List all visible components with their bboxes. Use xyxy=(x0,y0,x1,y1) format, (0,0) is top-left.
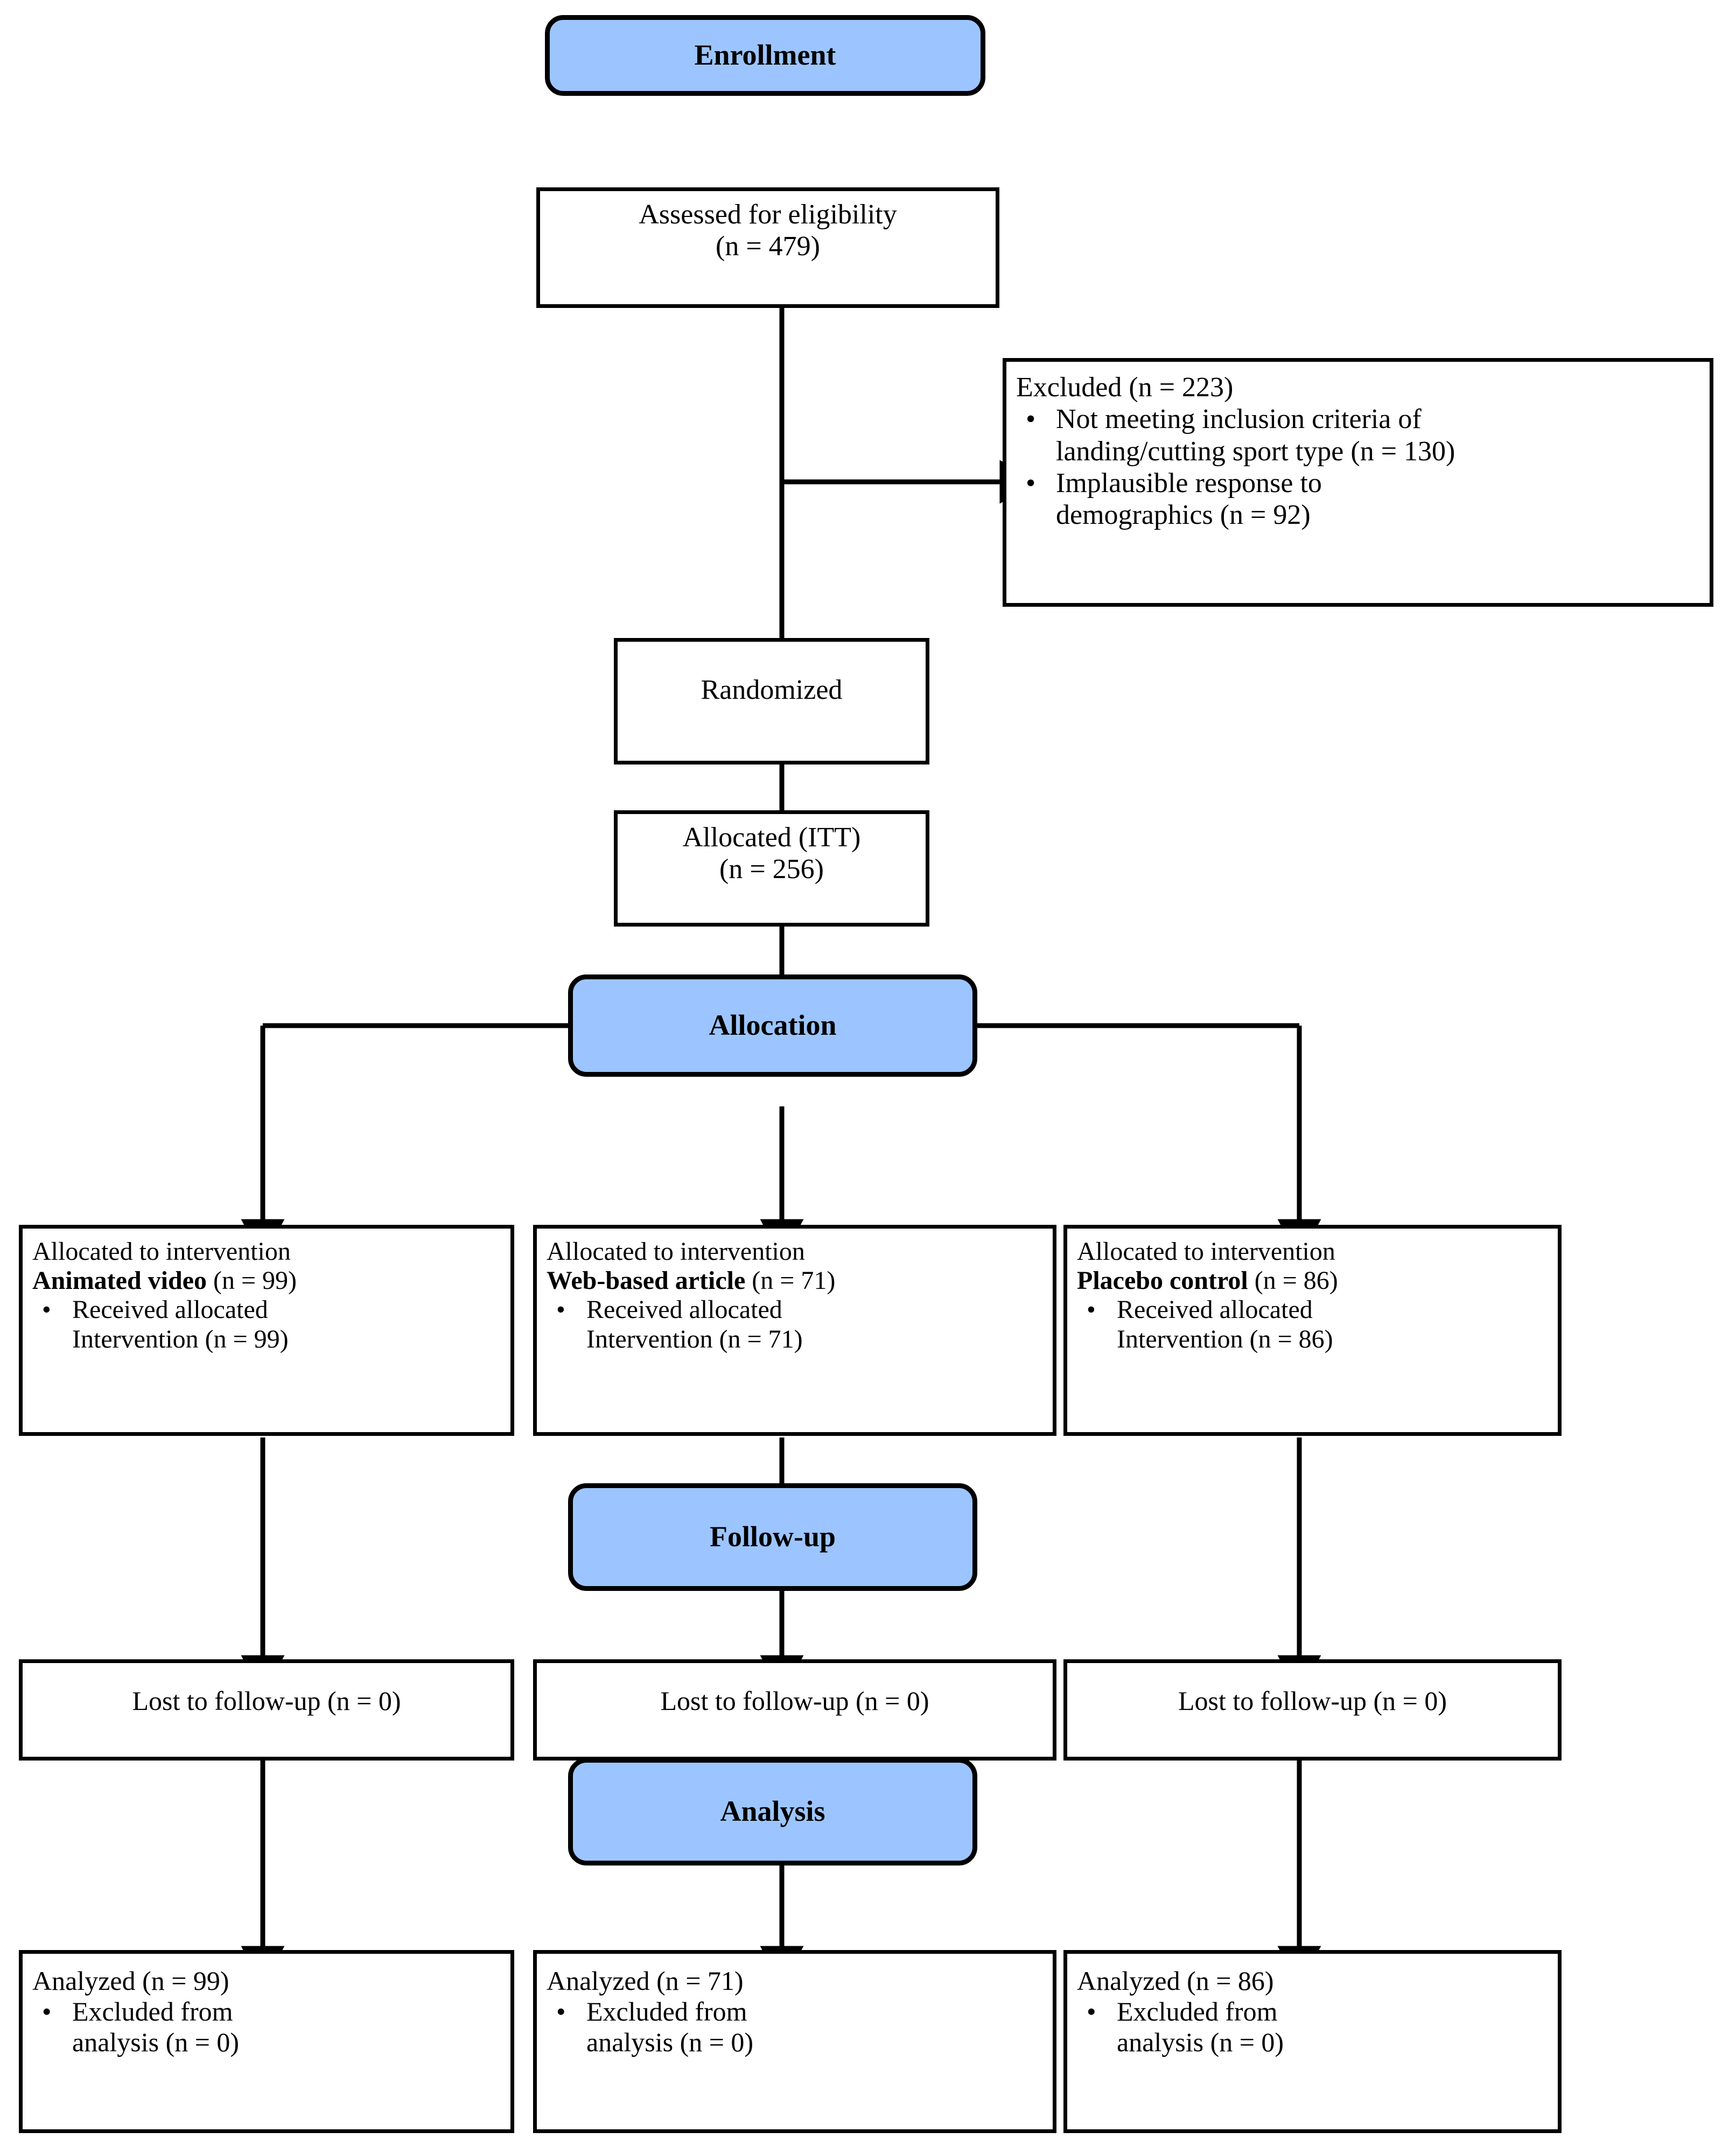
excluded-bullet-2-line-2: demographics (n = 92) xyxy=(1056,500,1311,531)
excluded-bullet-1-line-2: landing/cutting sport type (n = 130) xyxy=(1056,436,1455,467)
bullet-glyph-icon: • xyxy=(556,1996,566,2026)
arm3-alloc-bullet: • Received allocated Intervention (n = 8… xyxy=(1077,1295,1548,1353)
node-lost-to-followup-animated-video: Lost to follow-up (n = 0) xyxy=(19,1659,514,1761)
arm3-analyzed-heading: Analyzed (n = 86) xyxy=(1077,1966,1274,1996)
arm1-name: Animated video xyxy=(32,1266,207,1295)
arm1-analysis-bullet-line-2: analysis (n = 0) xyxy=(72,2027,240,2057)
bullet-glyph-icon: • xyxy=(42,1295,51,1324)
node-analyzed-placebo-control: Analyzed (n = 86) • Excluded from analys… xyxy=(1063,1950,1562,2133)
band-enrollment-label: Enrollment xyxy=(694,39,836,72)
bullet-glyph-icon: • xyxy=(1026,467,1036,499)
node-assessed-for-eligibility: Assessed for eligibility (n = 479) xyxy=(536,187,999,308)
excluded-bullet-1-line-1: Not meeting inclusion criteria of xyxy=(1056,404,1422,435)
bullet-glyph-icon: • xyxy=(1026,404,1036,435)
arm2-alloc-bullet-line-1: Received allocated xyxy=(586,1295,782,1324)
arm3-alloc-bullet-line-2: Intervention (n = 86) xyxy=(1117,1324,1333,1353)
arm3-analysis-bullet-line-1: Excluded from xyxy=(1117,1996,1278,2026)
arm2-alloc-bullet: • Received allocated Intervention (n = 7… xyxy=(547,1295,1043,1353)
arm1-alloc-line-1: Allocated to intervention xyxy=(32,1237,291,1266)
arm2-alloc-bullet-line-2: Intervention (n = 71) xyxy=(586,1324,803,1353)
arm2-analysis-bullet-line-2: analysis (n = 0) xyxy=(586,2027,754,2057)
arm2-name: Web-based article xyxy=(547,1266,746,1295)
arm3-analysis-bullet: • Excluded from analysis (n = 0) xyxy=(1077,1996,1548,2058)
band-analysis: Analysis xyxy=(568,1758,977,1866)
band-followup: Follow-up xyxy=(568,1483,977,1591)
arm2-count: (n = 71) xyxy=(745,1266,836,1295)
arm3-lost-label: Lost to follow-up (n = 0) xyxy=(1178,1686,1447,1716)
node-arm-allocation-animated-video: Allocated to intervention Animated video… xyxy=(19,1225,514,1436)
bullet-glyph-icon: • xyxy=(42,1996,52,2026)
arm2-analysis-bullet-line-1: Excluded from xyxy=(586,1996,747,2026)
arm2-analysis-bullet: • Excluded from analysis (n = 0) xyxy=(547,1996,1043,2058)
node-analyzed-animated-video: Analyzed (n = 99) • Excluded from analys… xyxy=(19,1950,514,2133)
node-lost-to-followup-placebo-control: Lost to follow-up (n = 0) xyxy=(1063,1659,1562,1761)
bullet-glyph-icon: • xyxy=(1087,1996,1096,2026)
arm2-alloc-line-1: Allocated to intervention xyxy=(547,1237,805,1266)
assessed-line-1: Assessed for eligibility xyxy=(639,199,897,230)
bullet-glyph-icon: • xyxy=(1087,1295,1096,1324)
band-enrollment: Enrollment xyxy=(545,15,985,96)
arm3-count: (n = 86) xyxy=(1248,1266,1338,1295)
band-allocation: Allocation xyxy=(568,974,977,1077)
arm3-name: Placebo control xyxy=(1077,1266,1248,1295)
band-analysis-label: Analysis xyxy=(720,1795,825,1828)
node-excluded: Excluded (n = 223) • Not meeting inclusi… xyxy=(1003,358,1713,607)
excluded-bullet-1: • Not meeting inclusion criteria of land… xyxy=(1016,403,1700,467)
node-analyzed-web-based-article: Analyzed (n = 71) • Excluded from analys… xyxy=(533,1950,1056,2133)
node-allocated-itt: Allocated (ITT) (n = 256) xyxy=(614,810,929,927)
arm1-alloc-bullet-line-2: Intervention (n = 99) xyxy=(72,1324,289,1353)
excluded-heading: Excluded (n = 223) xyxy=(1016,372,1234,403)
arm1-analysis-bullet: • Excluded from analysis (n = 0) xyxy=(32,1996,501,2058)
arm3-analysis-bullet-line-2: analysis (n = 0) xyxy=(1117,2027,1284,2057)
arm1-analyzed-heading: Analyzed (n = 99) xyxy=(32,1966,229,1996)
allocated-itt-line-2: (n = 256) xyxy=(719,854,824,885)
band-allocation-label: Allocation xyxy=(709,1009,837,1042)
arm2-lost-label: Lost to follow-up (n = 0) xyxy=(660,1686,929,1716)
assessed-line-2: (n = 479) xyxy=(716,231,820,262)
node-lost-to-followup-web-based-article: Lost to follow-up (n = 0) xyxy=(533,1659,1056,1761)
band-followup-label: Follow-up xyxy=(709,1520,836,1553)
arm1-count: (n = 99) xyxy=(207,1266,297,1295)
randomized-label: Randomized xyxy=(701,675,843,705)
arm1-alloc-bullet-line-1: Received allocated xyxy=(72,1295,268,1324)
excluded-bullet-2: • Implausible response to demographics (… xyxy=(1016,467,1700,531)
bullet-glyph-icon: • xyxy=(556,1295,565,1324)
arm1-alloc-bullet: • Received allocated Intervention (n = 9… xyxy=(32,1295,501,1353)
node-randomized: Randomized xyxy=(614,638,929,765)
arm3-alloc-line-1: Allocated to intervention xyxy=(1077,1237,1335,1266)
node-arm-allocation-placebo-control: Allocated to intervention Placebo contro… xyxy=(1063,1225,1562,1436)
excluded-bullet-2-line-1: Implausible response to xyxy=(1056,467,1322,499)
arm3-alloc-bullet-line-1: Received allocated xyxy=(1117,1295,1313,1324)
node-arm-allocation-web-based-article: Allocated to intervention Web-based arti… xyxy=(533,1225,1056,1436)
arm1-analysis-bullet-line-1: Excluded from xyxy=(72,1996,233,2026)
arm1-lost-label: Lost to follow-up (n = 0) xyxy=(132,1686,401,1716)
allocated-itt-line-1: Allocated (ITT) xyxy=(682,822,861,853)
arm2-analyzed-heading: Analyzed (n = 71) xyxy=(547,1966,744,1996)
